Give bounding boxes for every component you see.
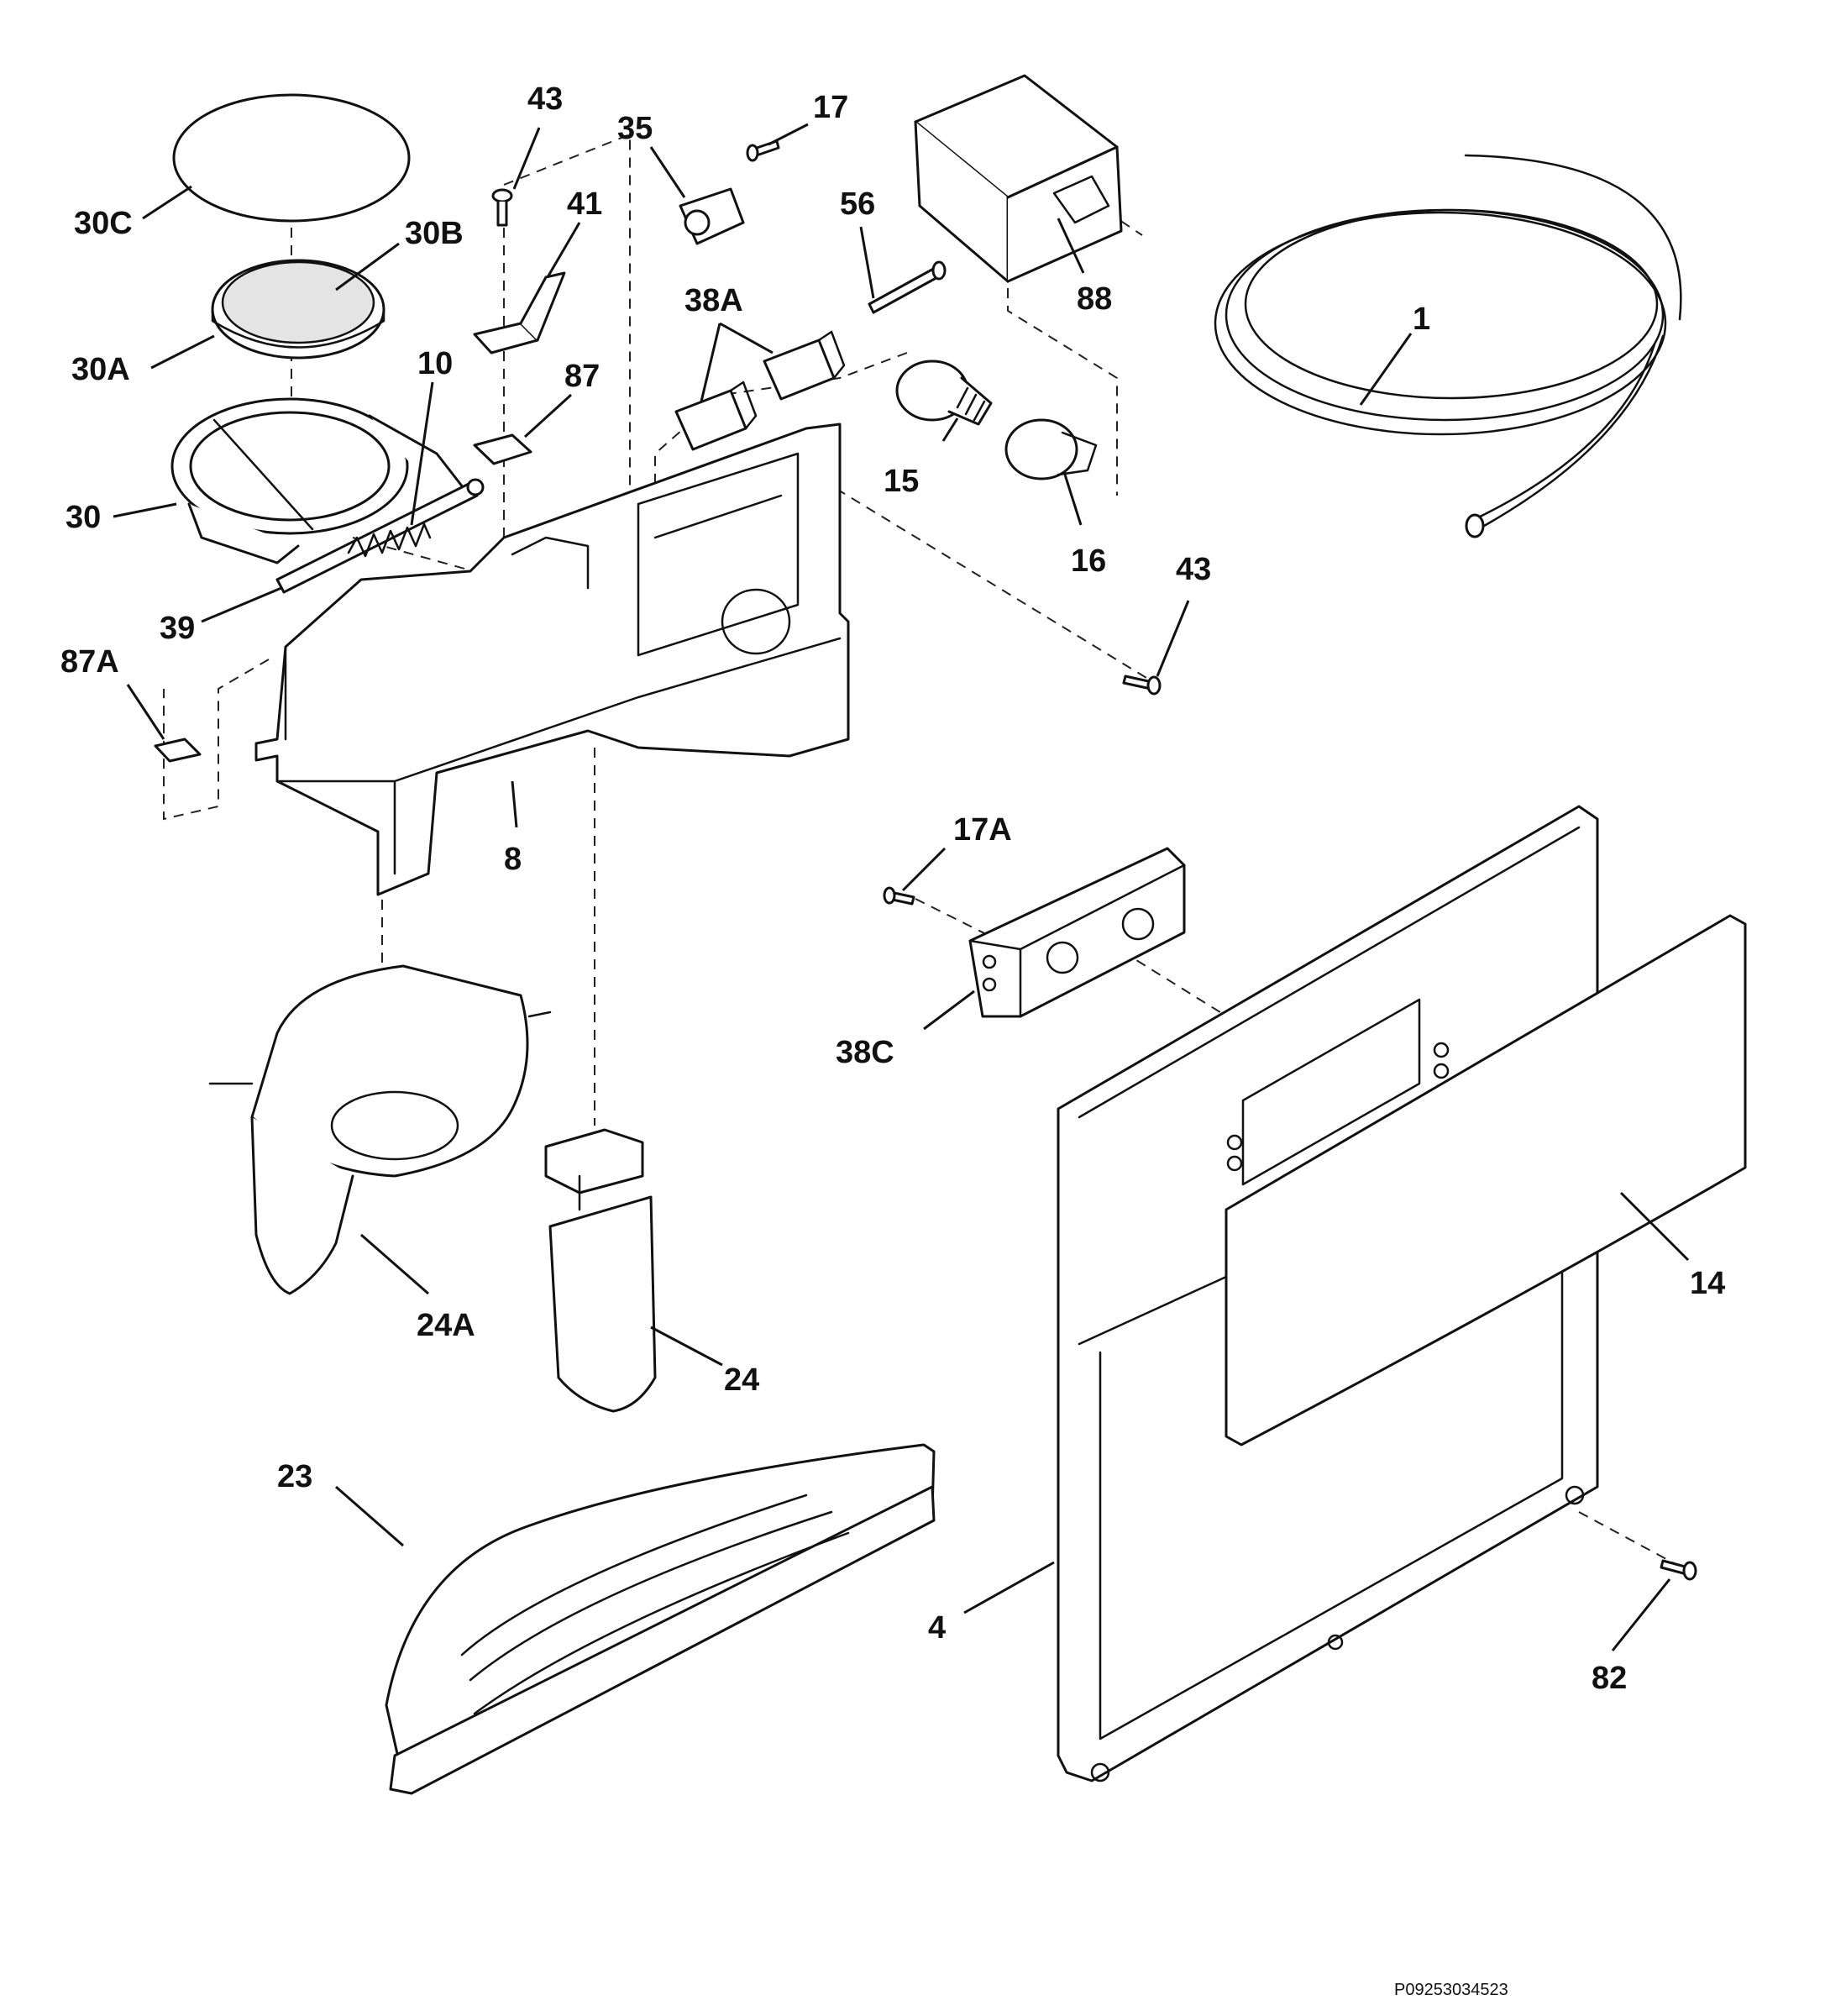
part-87a-pad bbox=[154, 738, 202, 763]
callout-14: 14 bbox=[1690, 1266, 1725, 1301]
leader-lines bbox=[113, 123, 1690, 1651]
part-17-screw bbox=[746, 139, 780, 162]
callout-38a: 38A bbox=[684, 283, 743, 318]
callout-labels: 30C 30B 30A 10 30 39 43 41 87 87A 35 17 … bbox=[60, 81, 1725, 1696]
callout-4: 4 bbox=[928, 1610, 946, 1646]
callout-24: 24 bbox=[724, 1362, 759, 1398]
part-35-switch bbox=[679, 187, 745, 245]
part-56-long-screw bbox=[868, 260, 947, 314]
part-23-drip-tray bbox=[385, 1443, 936, 1795]
callout-88: 88 bbox=[1077, 281, 1112, 317]
part-43-screw-top bbox=[491, 188, 513, 227]
part-16-socket bbox=[1004, 418, 1098, 480]
callout-43-right: 43 bbox=[1176, 552, 1211, 587]
callout-16: 16 bbox=[1071, 543, 1106, 579]
callout-15: 15 bbox=[884, 464, 919, 499]
part-24a-chute bbox=[208, 964, 552, 1295]
part-39-shaft bbox=[275, 478, 485, 594]
part-24-flap bbox=[544, 1128, 657, 1413]
part-15-bulb bbox=[895, 360, 993, 426]
callout-1: 1 bbox=[1413, 302, 1430, 337]
callout-35: 35 bbox=[617, 111, 653, 146]
part-88-box bbox=[914, 74, 1123, 283]
callout-23: 23 bbox=[277, 1459, 312, 1494]
part-87-pad bbox=[473, 433, 532, 465]
part-30-ring-bracket bbox=[170, 397, 468, 564]
part-38c-bracket bbox=[968, 847, 1186, 1018]
callout-24a: 24A bbox=[417, 1308, 475, 1343]
callout-30b: 30B bbox=[405, 216, 464, 251]
part-14-overlay bbox=[1225, 914, 1747, 1446]
callout-56: 56 bbox=[840, 186, 875, 222]
part-10-spring bbox=[347, 522, 432, 558]
part-82-screw bbox=[1660, 1559, 1697, 1581]
callout-87: 87 bbox=[564, 359, 600, 394]
part-43-screw-right bbox=[1122, 675, 1162, 696]
part-30b-filter bbox=[221, 260, 375, 344]
part-17a-screw bbox=[883, 886, 915, 906]
callout-87a: 87A bbox=[60, 644, 119, 680]
part-41-bracket bbox=[473, 271, 566, 354]
callout-30c: 30C bbox=[74, 206, 133, 241]
callout-17a: 17A bbox=[953, 812, 1012, 848]
part-8-housing bbox=[254, 423, 850, 896]
part-1-tubing-coil bbox=[1214, 154, 1682, 538]
callout-39: 39 bbox=[160, 611, 195, 646]
callout-10: 10 bbox=[417, 346, 453, 381]
callout-41: 41 bbox=[567, 186, 602, 222]
callout-38c: 38C bbox=[836, 1035, 894, 1070]
diagram-reference-id: P09253034523 bbox=[1394, 1981, 1508, 1999]
part-38a-switch-right bbox=[763, 330, 846, 401]
part-38a-switch-left bbox=[674, 381, 758, 451]
callout-30a: 30A bbox=[71, 352, 130, 387]
callout-30: 30 bbox=[66, 500, 101, 535]
callout-82: 82 bbox=[1592, 1661, 1627, 1696]
callout-17: 17 bbox=[813, 90, 848, 125]
part-30c-gasket bbox=[172, 93, 411, 223]
callout-8: 8 bbox=[504, 842, 522, 877]
callout-43-top: 43 bbox=[527, 81, 563, 117]
